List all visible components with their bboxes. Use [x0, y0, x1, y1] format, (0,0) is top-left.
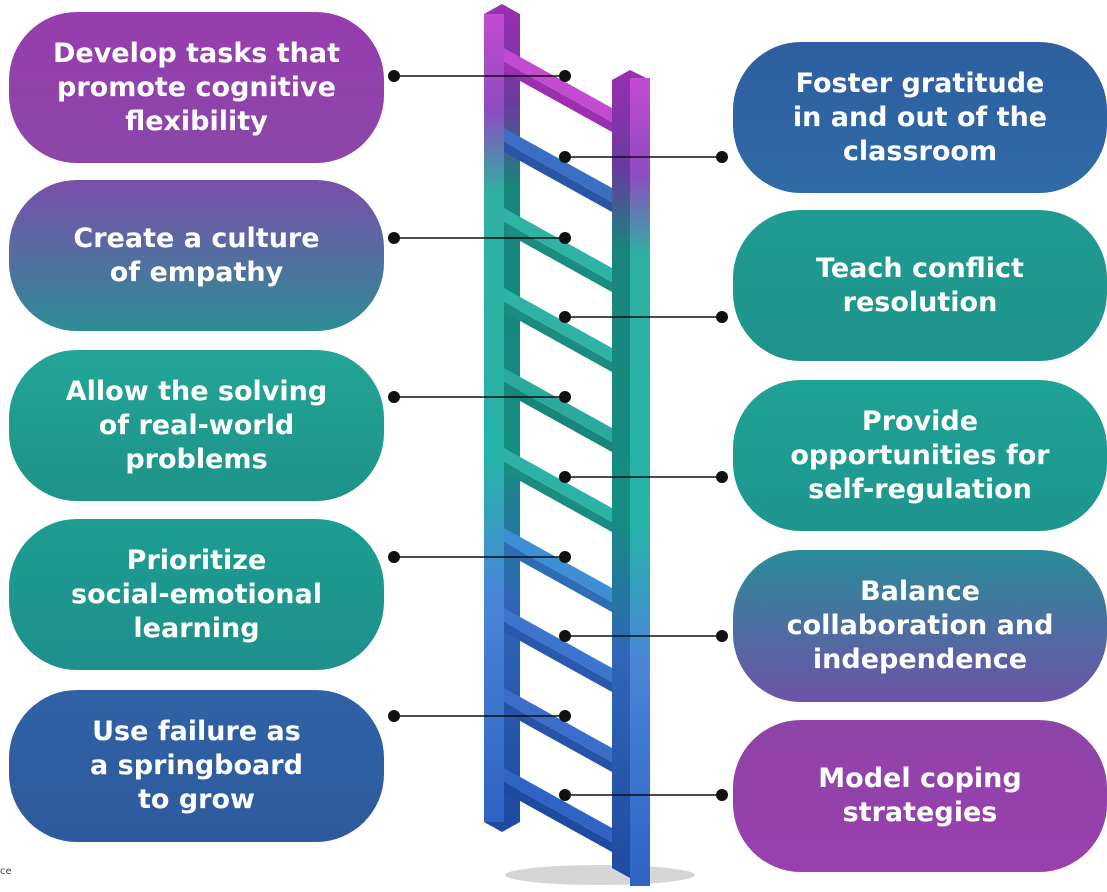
ladder-rung	[504, 768, 630, 852]
ladder-rung-shadow	[504, 782, 630, 862]
connector-dot-ladder	[559, 311, 571, 323]
strategy-pill-cognitive-flexibility: Develop tasks that promote cognitive fle…	[9, 12, 384, 163]
connector-dot-pill	[716, 151, 728, 163]
ladder-rung-shadow	[504, 622, 630, 702]
ladder-rung-shadow	[504, 382, 630, 462]
connector-dot-pill	[388, 551, 400, 563]
image-credit: ce	[0, 866, 12, 877]
connector-dot-ladder	[559, 70, 571, 82]
strategy-pill-collaboration-independence: Balance collaboration and independence	[733, 550, 1107, 702]
connector-dot-ladder	[559, 232, 571, 244]
ladder-rung	[504, 208, 630, 292]
connector-dot-ladder	[559, 391, 571, 403]
connector-dot-pill	[716, 471, 728, 483]
ladder-rung	[504, 128, 630, 212]
strategy-pill-gratitude: Foster gratitude in and out of the class…	[733, 42, 1107, 193]
connector-dot-pill	[388, 710, 400, 722]
connector-dot-pill	[716, 789, 728, 801]
ladder-rung	[504, 688, 630, 772]
connector-dot-pill	[716, 630, 728, 642]
ladder-rung	[504, 288, 630, 372]
ladder-left-rail	[484, 14, 504, 822]
ladder-shadow	[505, 865, 695, 885]
ladder-rung-shadow	[504, 302, 630, 382]
connector-dot-pill	[716, 311, 728, 323]
connector-lines	[388, 70, 728, 801]
ladder-rung	[504, 528, 630, 612]
strategy-pill-empathy: Create a culture of empathy	[9, 180, 384, 331]
ladder-rung-shadow	[504, 222, 630, 302]
ladder-rungs	[504, 48, 630, 862]
connector-dot-pill	[388, 232, 400, 244]
ladder-rung-shadow	[504, 702, 630, 782]
ladder-right-rail	[630, 78, 650, 886]
connector-dot-pill	[388, 70, 400, 82]
strategy-pill-failure-springboard: Use failure as a springboard to grow	[9, 690, 384, 842]
strategy-pill-real-world-problems: Allow the solving of real-world problems	[9, 350, 384, 501]
ladder-rung	[504, 608, 630, 692]
connector-dot-ladder	[559, 710, 571, 722]
ladder-rung-shadow	[504, 542, 630, 622]
ladder-rung-shadow	[504, 462, 630, 542]
ladder-rung	[504, 48, 630, 132]
connector-dot-ladder	[559, 551, 571, 563]
ladder-rung	[504, 368, 630, 452]
ladder-rung-shadow	[504, 142, 630, 222]
strategy-pill-self-regulation: Provide opportunities for self-regulatio…	[733, 380, 1107, 531]
connector-dot-pill	[388, 391, 400, 403]
strategy-pill-conflict-resolution: Teach conflict resolution	[733, 210, 1107, 361]
connector-dot-ladder	[559, 471, 571, 483]
strategy-pill-coping-strategies: Model coping strategies	[733, 720, 1107, 872]
strategy-pill-social-emotional-learning: Prioritize social-emotional learning	[9, 519, 384, 670]
connector-dot-ladder	[559, 630, 571, 642]
connector-dot-ladder	[559, 789, 571, 801]
ladder-rung	[504, 448, 630, 532]
ladder-rung-shadow	[504, 62, 630, 142]
connector-dot-ladder	[559, 151, 571, 163]
